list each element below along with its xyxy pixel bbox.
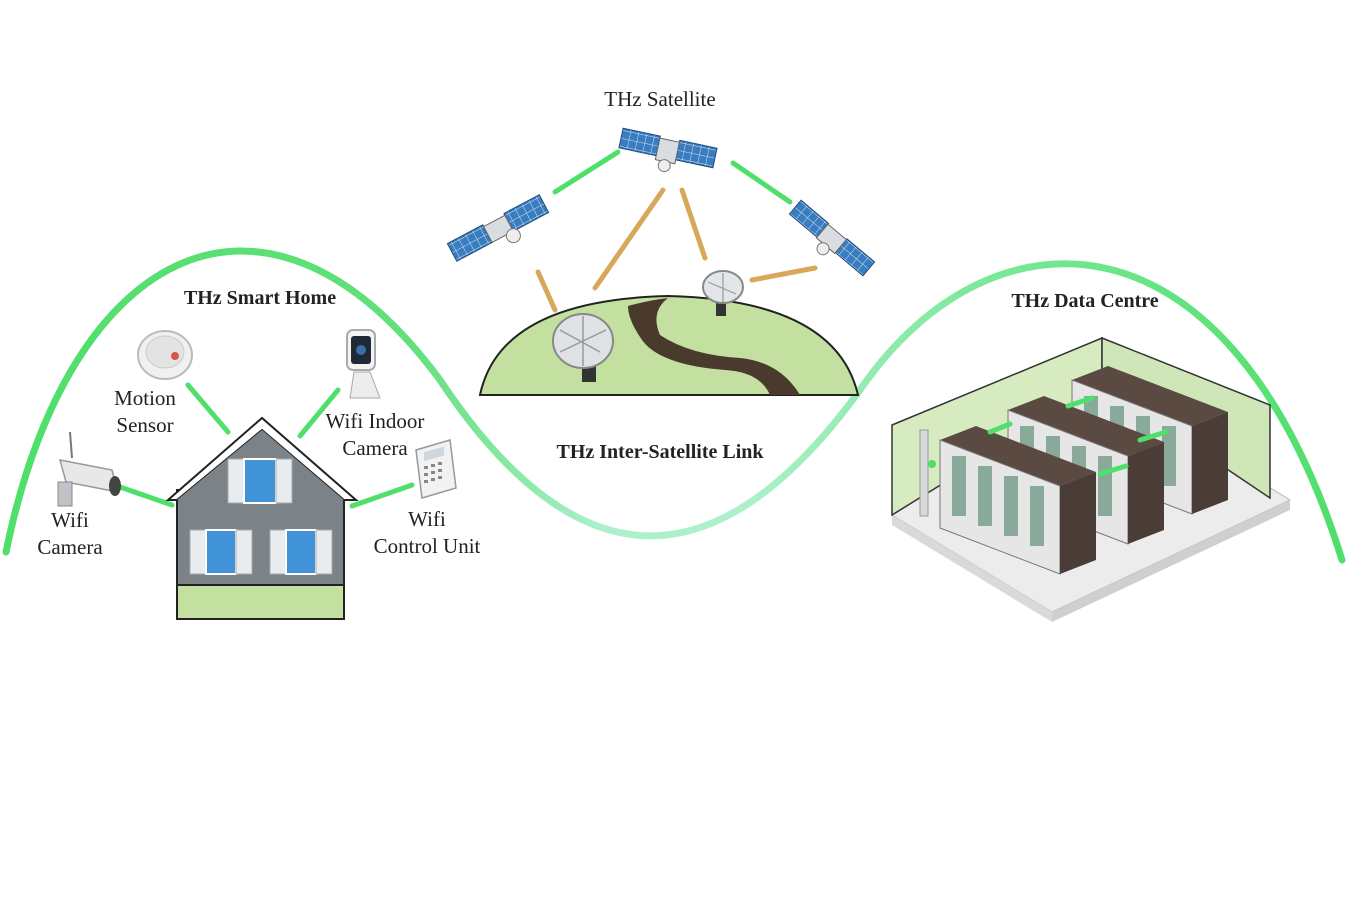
control-unit-icon (415, 439, 457, 499)
wifi-camera-label-line1: Wifi (51, 508, 89, 532)
indoor-camera-label-line1: Wifi Indoor (325, 409, 425, 433)
indoor-camera-icon (346, 329, 381, 399)
inter-satellite-links (552, 149, 793, 205)
house-icon (165, 416, 359, 620)
data-centre-title: THz Data Centre (1011, 290, 1159, 312)
road (628, 298, 800, 395)
home-device-links (117, 382, 415, 509)
motion-sensor-label: Motion Sensor (95, 385, 195, 439)
satellite-ground-links (535, 187, 818, 313)
satellite-icon-right (788, 199, 876, 277)
satellite-icon-left (446, 194, 550, 262)
control-unit-label-line2: Control Unit (373, 534, 481, 558)
motion-sensor-label-line2: Sensor (116, 413, 174, 437)
smart-home-title: THz Smart Home (183, 287, 337, 309)
thz-wave-curve (2, 247, 1346, 564)
wifi-camera-label: Wifi Camera (20, 507, 120, 561)
data-centre-icon (891, 336, 1292, 622)
motion-sensor-icon (137, 330, 193, 380)
indoor-camera-label: Wifi Indoor Camera (310, 408, 440, 462)
wifi-camera-icon (57, 431, 121, 507)
control-unit-label-line1: Wifi (408, 507, 446, 531)
satellite-dish-icon-large (552, 313, 614, 382)
satellite-dish-icon-small (702, 270, 744, 316)
control-unit-label: Wifi Control Unit (362, 506, 492, 560)
indoor-camera-label-line2: Camera (342, 436, 408, 460)
satellite-icon-top (618, 127, 718, 173)
wifi-camera-label-line2: Camera (37, 535, 103, 559)
ground-hill (478, 294, 860, 396)
server-rack-row-front (939, 426, 1096, 575)
motion-sensor-label-line1: Motion (114, 386, 176, 410)
satellite-label: THz Satellite (604, 87, 716, 111)
inter-satellite-link-title: THz Inter-Satellite Link (556, 441, 764, 463)
